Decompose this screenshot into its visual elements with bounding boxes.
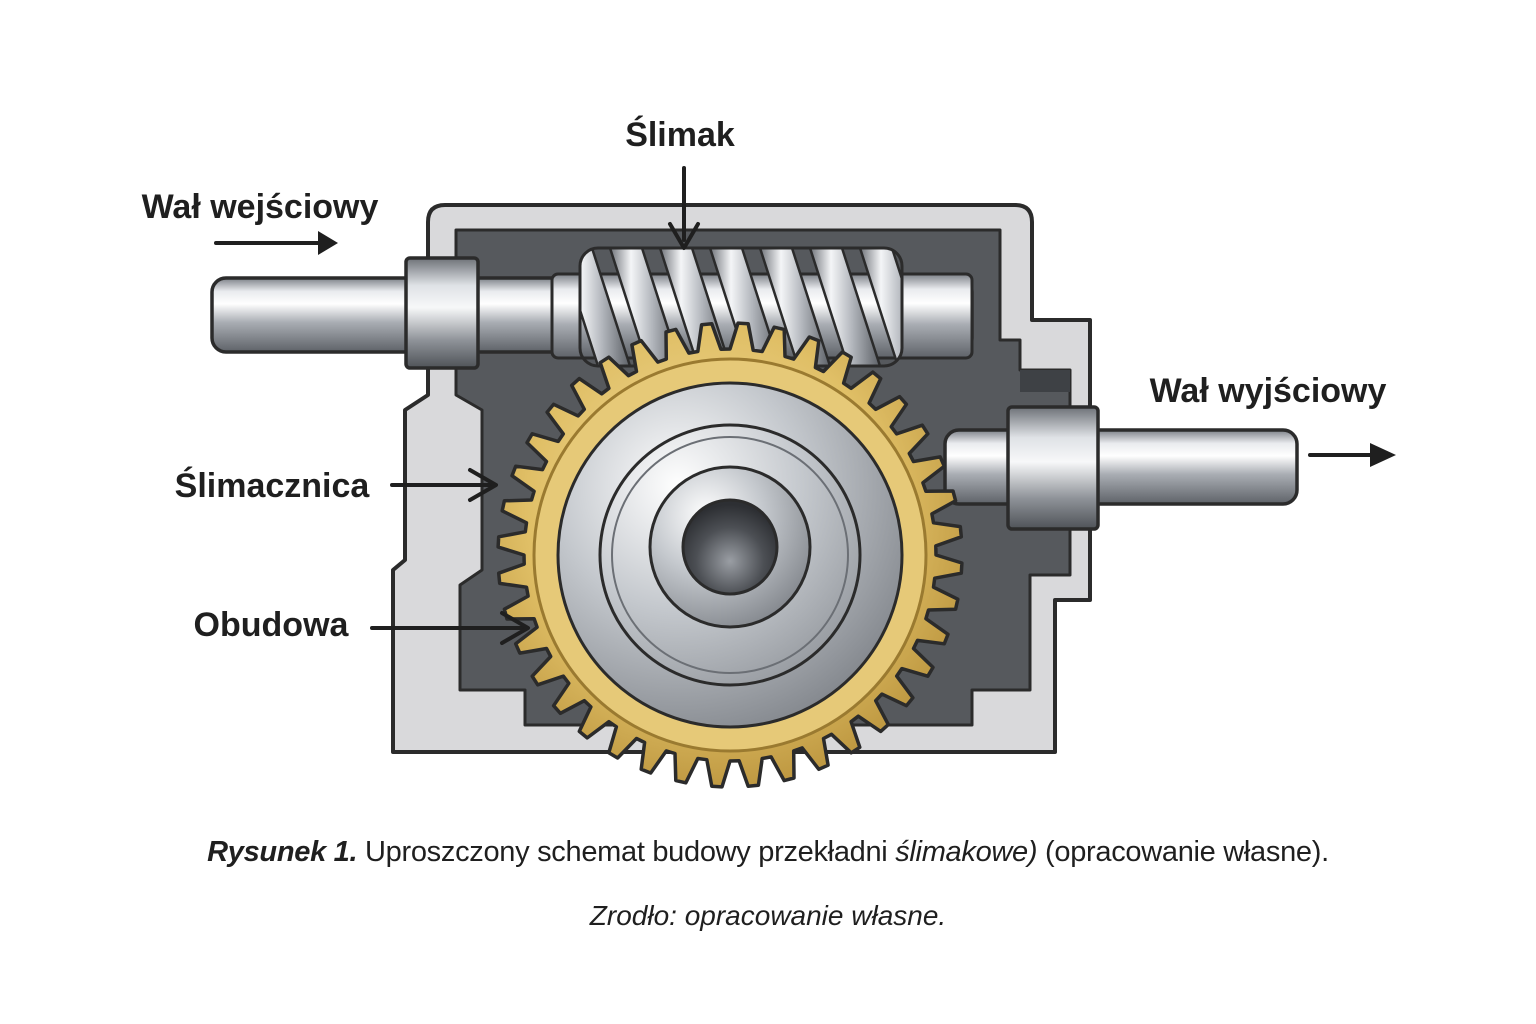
figure-source: Zrodło: opracowanie własne. [589,900,947,931]
caption-italic-part: ślimakowe) [895,836,1038,868]
worm-thread [858,248,902,366]
figure-caption: Rysunek 1. Uproszczony schemat budowy pr… [0,836,1536,869]
output-shaft-collar [1006,405,1100,531]
output-direction-arrow [1308,443,1396,467]
output-shaft-body [943,428,1299,506]
worm-label: Ślimak [625,116,735,154]
input-shaft-collar [404,256,480,370]
worm-label-arrow [668,166,700,250]
housing-label-arrow [370,611,530,645]
worm-thread [608,248,682,366]
housing-inner-step [1020,370,1070,392]
worm-wheel-label: Ślimacznica [175,467,371,505]
worm-wheel [496,321,964,789]
caption-text-after: (opracowanie własne). [1037,836,1329,868]
housing-label: Obudowa [194,606,350,644]
figure-number: Rysunek 1. [207,836,358,868]
worm-wheel-bore [681,498,779,596]
worm-wheel-ring-inner [611,436,849,674]
worm-wheel-ring [598,423,862,687]
caption-text-before: Uproszczony schemat budowy przekładni [357,836,896,868]
worm-thread [808,248,882,366]
output-shaft-label: Wał wyjściowy [1150,372,1387,410]
worm-wheel-label-arrow [390,468,498,502]
input-shaft-label: Wał wejściowy [142,188,379,226]
output-shaft [943,405,1299,531]
input-direction-arrow [214,231,338,255]
worm-thread [580,248,632,366]
